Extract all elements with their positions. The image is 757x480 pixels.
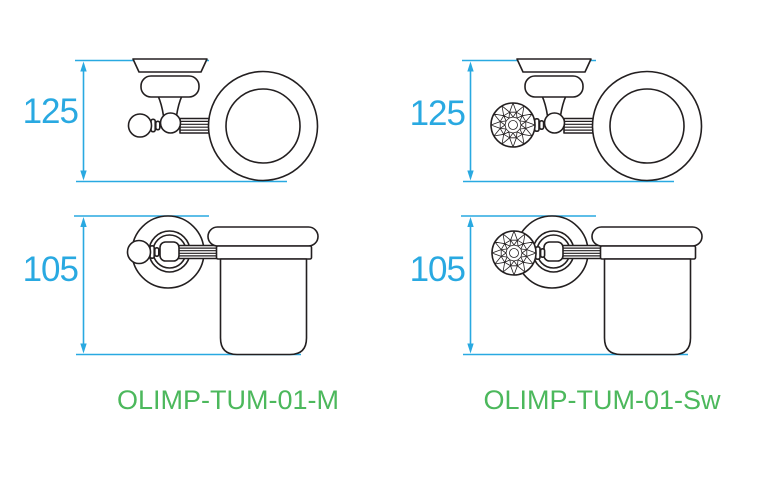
- drawing-top-view-plain: [127, 58, 319, 182]
- ball-knob-icon: [127, 113, 161, 138]
- drawing-side-view-plain: [126, 215, 319, 356]
- dimension-label-105-left: 105: [22, 250, 79, 289]
- dimension-label-105-right: 105: [409, 250, 466, 289]
- dimension-label-125-left: 125: [22, 92, 79, 131]
- drawing-top-view-crystal: [490, 58, 703, 182]
- product-code-left: OLIMP-TUM-01-M: [117, 385, 339, 415]
- crystal-knob-icon: [490, 102, 545, 148]
- dimension-label-125-right: 125: [409, 94, 466, 133]
- drawing-side-view-crystal: [491, 215, 703, 356]
- product-code-right: OLIMP-TUM-01-Sw: [483, 385, 721, 415]
